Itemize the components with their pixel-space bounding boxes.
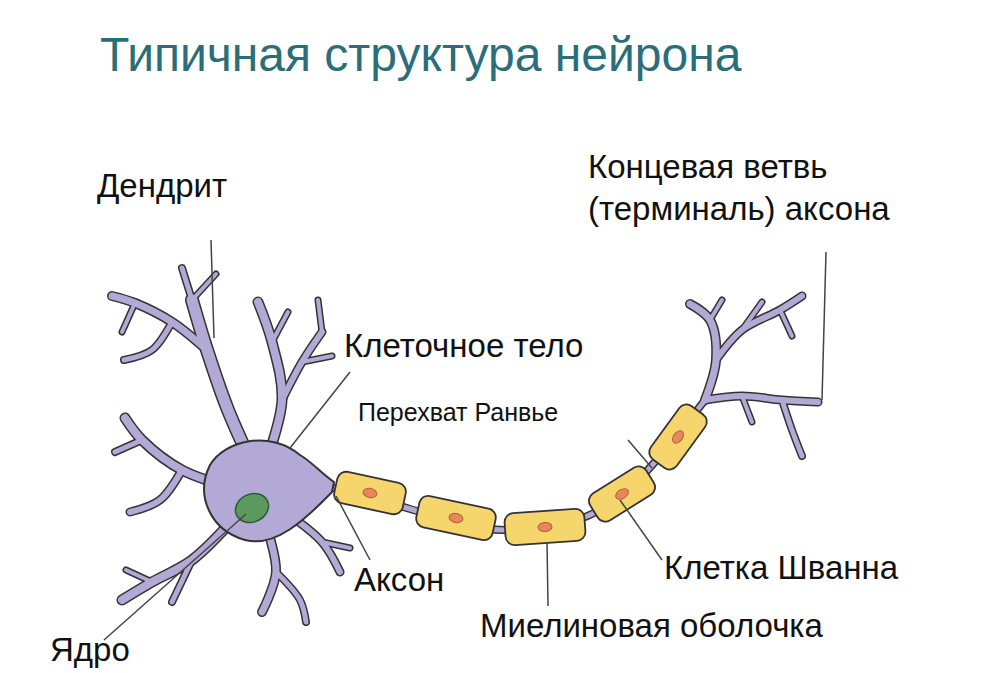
- part-label: Ядро: [50, 630, 130, 670]
- branch: [705, 396, 818, 402]
- part-label: Дендрит: [97, 166, 227, 206]
- branch: [124, 322, 172, 360]
- branch: [276, 572, 306, 622]
- part-label: Аксон: [354, 560, 444, 600]
- branch: [710, 300, 722, 320]
- branch-outline: [124, 322, 172, 360]
- myelin-segment: [586, 463, 659, 525]
- schwann-cell: [504, 508, 586, 546]
- myelin-segment: [415, 494, 498, 542]
- schwann-nucleus: [614, 486, 631, 501]
- leader-line: [290, 372, 350, 448]
- leader-line: [628, 440, 652, 468]
- branch-outline: [276, 572, 306, 622]
- branch: [318, 300, 322, 332]
- leader-line: [336, 496, 370, 560]
- myelin-segment: [504, 508, 586, 546]
- schwann-cell: [646, 401, 711, 473]
- branch: [172, 560, 192, 602]
- branch: [115, 440, 142, 452]
- branch-outline: [705, 396, 818, 402]
- part-label: Концевая ветвь (терминаль) аксона: [588, 146, 980, 230]
- schwann-nucleus: [362, 487, 378, 499]
- branch-outline: [126, 570, 152, 582]
- leader-line: [547, 542, 548, 606]
- branch-outline: [282, 332, 322, 400]
- branch-outline: [782, 400, 802, 456]
- leader-line: [104, 514, 246, 640]
- branch-outline: [272, 312, 288, 342]
- part-label: Клетка Шванна: [664, 548, 898, 588]
- branch-outline: [318, 300, 322, 332]
- branch: [780, 310, 792, 336]
- branch-outline: [780, 310, 792, 336]
- branch: [282, 332, 322, 400]
- branch: [782, 400, 802, 456]
- branch: [272, 312, 288, 342]
- diagram-title: Типичная структура нейрона: [100, 26, 741, 84]
- leader-line: [620, 500, 662, 560]
- schwann-cell: [415, 494, 498, 542]
- part-label: Клеточное тело: [344, 326, 583, 366]
- branch-outline: [182, 268, 192, 300]
- branch-outline: [742, 396, 752, 422]
- branch: [182, 268, 192, 300]
- part-label: Перехват Ранвье: [358, 397, 558, 427]
- branch-outline: [716, 296, 802, 360]
- branch: [302, 356, 332, 362]
- branch-outline: [122, 303, 135, 332]
- leader-line: [822, 252, 826, 400]
- branch-outline: [130, 470, 182, 512]
- part-label: Миелиновая оболочка: [480, 606, 823, 646]
- branch: [322, 542, 350, 548]
- branch: [126, 570, 152, 582]
- branch: [122, 303, 135, 332]
- schwann-nucleus: [448, 512, 464, 524]
- myelin-segment: [646, 401, 711, 473]
- schwann-nucleus: [538, 522, 553, 532]
- leader-line: [211, 240, 214, 338]
- cell-body: [204, 441, 334, 542]
- branch-outline: [710, 300, 722, 320]
- branch-outline: [115, 440, 142, 452]
- branch: [742, 302, 762, 330]
- schwann-nucleus: [670, 429, 686, 446]
- branch: [130, 470, 182, 512]
- branch: [742, 396, 752, 422]
- schwann-cell: [586, 463, 659, 525]
- branch: [716, 296, 802, 360]
